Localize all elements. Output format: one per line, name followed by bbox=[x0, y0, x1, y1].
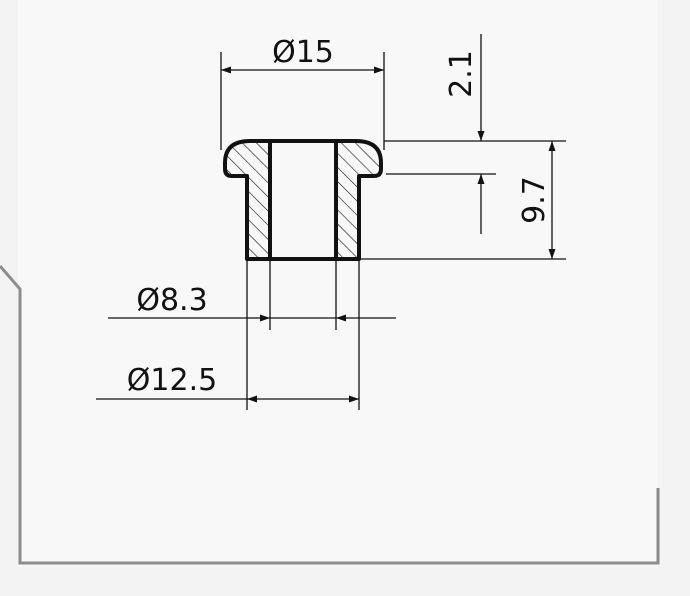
dimension-flange-thickness: 2.1 bbox=[384, 34, 496, 234]
drawing-sheet bbox=[18, 0, 658, 566]
dimension-inner-diameter: Ø8.3 bbox=[108, 259, 396, 330]
dimension-label-flange-thickness: 2.1 bbox=[444, 50, 479, 98]
dimension-overall-height: 9.7 bbox=[361, 140, 566, 260]
dimension-label-inner-diameter: Ø8.3 bbox=[136, 283, 207, 318]
dimension-label-flange-diameter: Ø15 bbox=[272, 35, 334, 70]
sheet-frame bbox=[0, 265, 660, 565]
dimension-flange-diameter: Ø15 bbox=[220, 35, 385, 150]
dimension-label-overall-height: 9.7 bbox=[517, 176, 552, 224]
dimension-outer-diameter: Ø12.5 bbox=[96, 259, 360, 410]
dimension-label-outer-diameter: Ø12.5 bbox=[127, 363, 217, 398]
